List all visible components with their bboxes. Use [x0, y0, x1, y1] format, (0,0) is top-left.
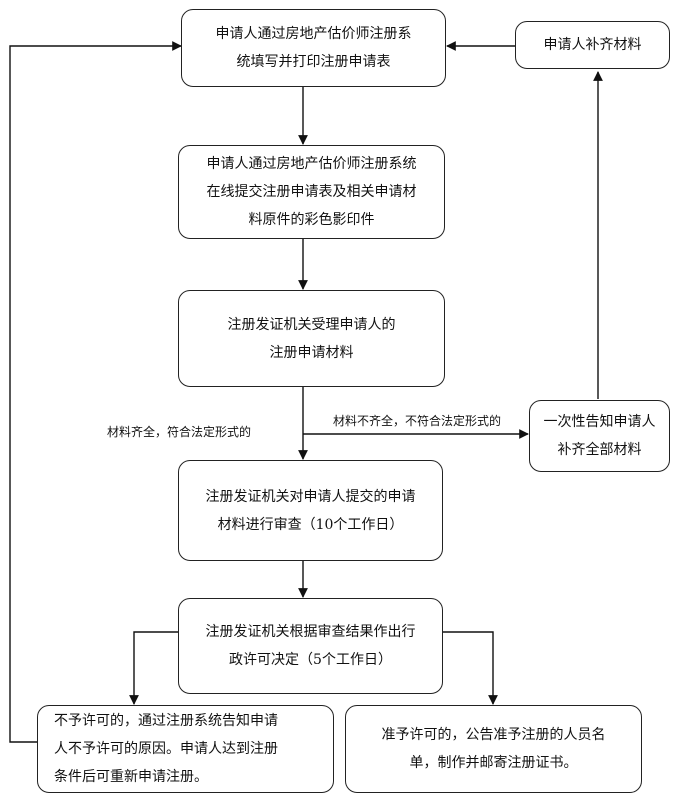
- step-supplement-materials: 申请人补齐材料: [515, 21, 670, 69]
- step-fill-application: 申请人通过房地产估价师注册系统填写并打印注册申请表: [181, 9, 446, 87]
- outcome-not-approved: 不予许可的，通过注册系统告知申请人不予许可的原因。申请人达到注册条件后可重新申请…: [37, 705, 334, 793]
- arrow-n5-n6: [129, 631, 178, 705]
- step-decision: 注册发证机关根据审查结果作出行政许可决定（5个工作日）: [178, 598, 443, 694]
- label-materials-complete: 材料齐全，符合法定形式的: [107, 425, 252, 439]
- arrow-n5-n7: [443, 631, 498, 705]
- step-online-submit: 申请人通过房地产估价师注册系统在线提交注册申请表及相关申请材料原件的彩色影印件: [178, 145, 445, 239]
- step-review: 注册发证机关对申请人提交的申请材料进行审查（10个工作日）: [178, 460, 443, 561]
- outcome-approved: 准予许可的，公告准予注册的人员名单，制作并邮寄注册证书。: [345, 705, 642, 793]
- arrow-n6-n1: [9, 41, 182, 743]
- label-materials-incomplete: 材料不齐全，不符合法定形式的: [333, 414, 502, 428]
- step-notify-once: 一次性告知申请人补齐全部材料: [529, 400, 670, 472]
- step-accept-materials: 注册发证机关受理申请人的注册申请材料: [178, 290, 445, 387]
